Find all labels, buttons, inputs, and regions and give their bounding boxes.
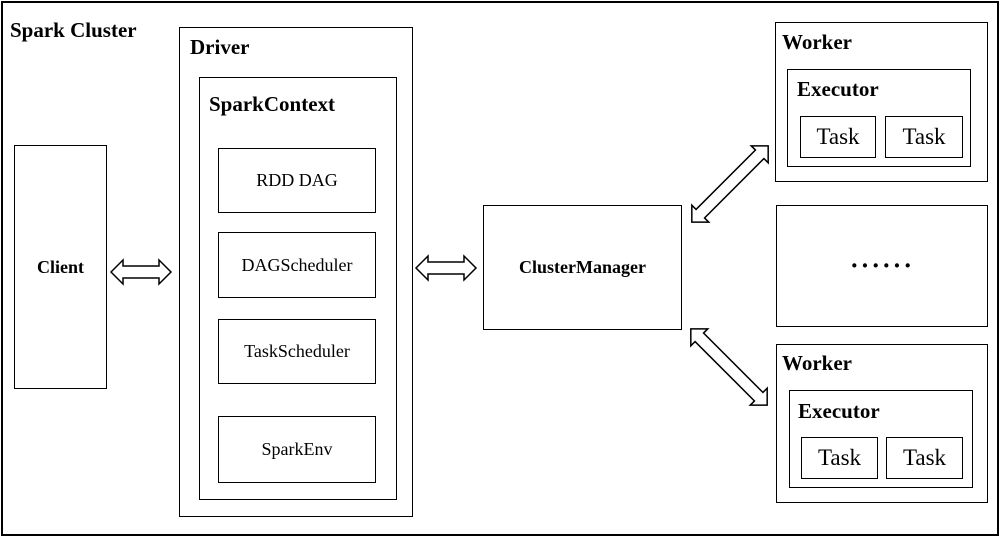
task-box-1b: Task — [885, 116, 963, 158]
spark-context-title: SparkContext — [209, 92, 336, 116]
task-label-2b: Task — [902, 445, 947, 470]
task-label-1b: Task — [902, 124, 946, 149]
driver-title: Driver — [190, 35, 250, 59]
task-box-2a: Task — [801, 437, 878, 479]
client-box: Client — [14, 145, 107, 389]
task-label-1a: Task — [816, 124, 860, 149]
client-driver-arrow — [109, 258, 173, 286]
spark-cluster-title: Spark Cluster — [10, 18, 137, 42]
task-scheduler-box: TaskScheduler — [218, 319, 376, 384]
ellipsis-label: ······ — [849, 251, 915, 280]
client-label: Client — [37, 256, 84, 277]
cluster-manager-box: ClusterManager — [483, 205, 682, 330]
dag-scheduler-label: DAGScheduler — [241, 254, 353, 275]
spark-env-label: SparkEnv — [261, 439, 333, 459]
cluster-manager-label: ClusterManager — [519, 257, 646, 277]
task-scheduler-label: TaskScheduler — [244, 341, 350, 361]
worker-title-2: Worker — [782, 351, 852, 375]
task-box-1a: Task — [800, 116, 876, 158]
dag-scheduler-box: DAGScheduler — [218, 232, 376, 298]
task-label-2a: Task — [817, 445, 862, 470]
executor-title-1: Executor — [797, 77, 879, 101]
spark-env-box: SparkEnv — [218, 416, 376, 483]
rdd-dag-label: RDD DAG — [256, 170, 338, 190]
worker-title-1: Worker — [782, 30, 852, 54]
rdd-dag-box: RDD DAG — [218, 148, 376, 213]
executor-title-2: Executor — [798, 399, 880, 423]
ellipsis-box: ······ — [776, 205, 988, 327]
task-box-2b: Task — [886, 437, 963, 479]
driver-clustermanager-arrow — [414, 254, 478, 282]
